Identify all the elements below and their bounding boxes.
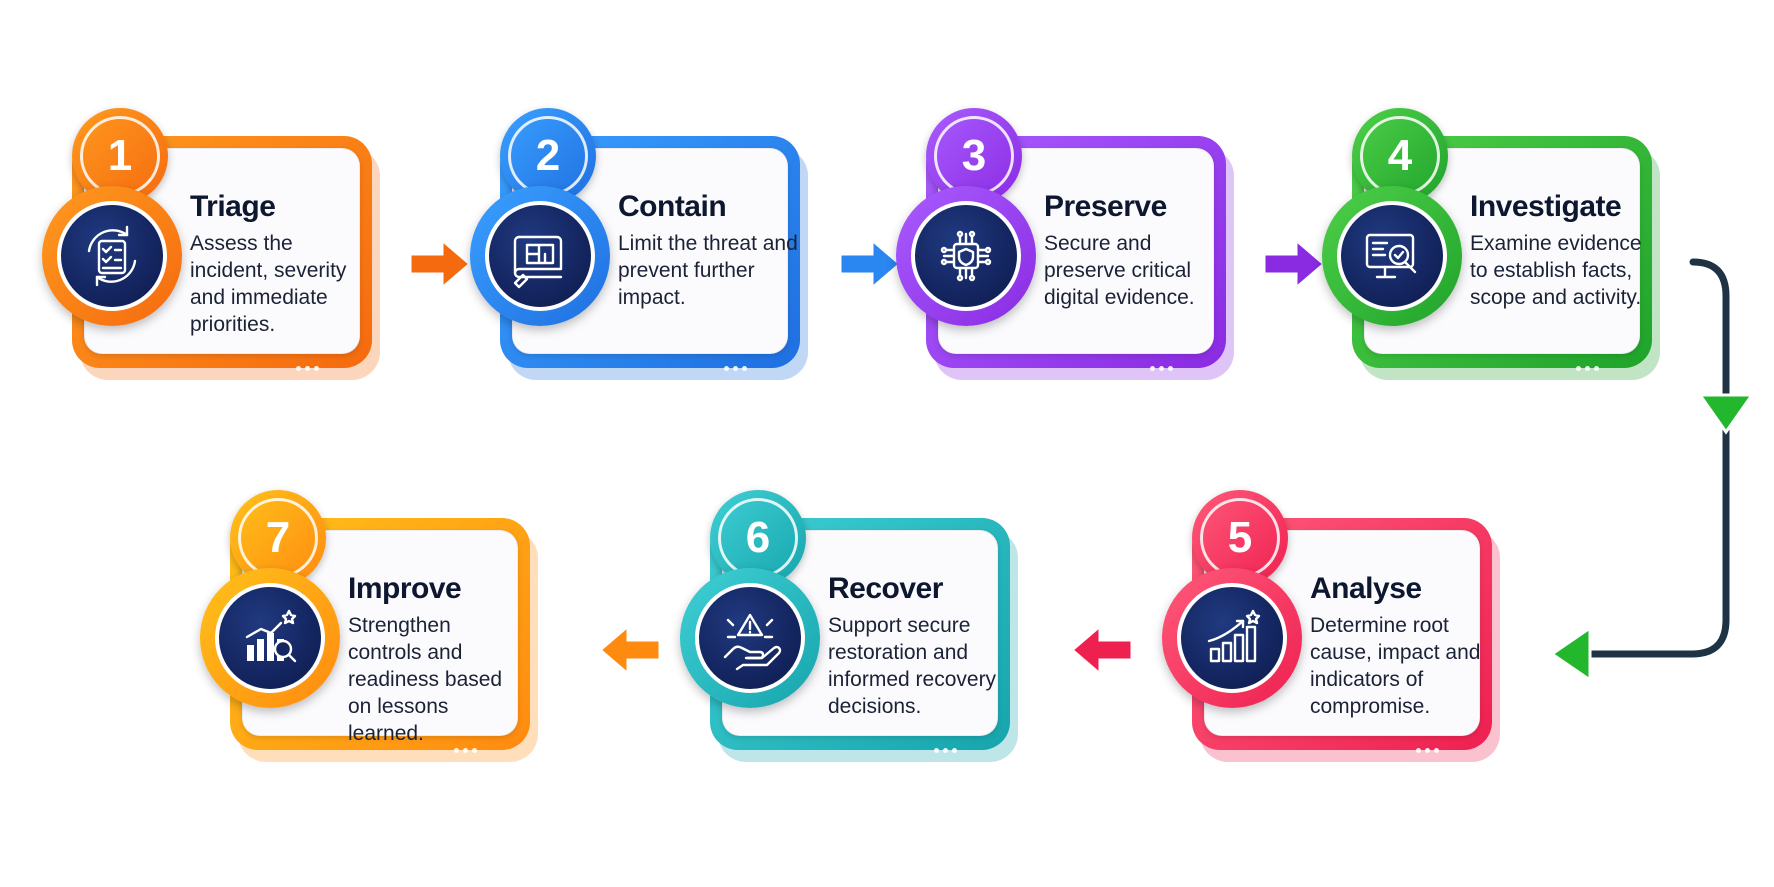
hand-warning-icon [680, 568, 820, 708]
step-title: Investigate [1470, 190, 1622, 223]
step-improve: 7 Improve Strengthen controls and readin… [200, 490, 540, 762]
step-number-badge: 6 [710, 490, 806, 586]
step-number-badge: 5 [1192, 490, 1288, 586]
step-description: Support secure restoration and informed … [828, 614, 997, 718]
step-title: Recover [828, 572, 943, 605]
step-number-badge: 1 [72, 108, 168, 204]
step-title: Preserve [1044, 190, 1167, 223]
step-number: 4 [1387, 131, 1413, 180]
step-description: Determine root cause, impact and indicat… [1310, 614, 1481, 718]
step-number: 7 [265, 513, 291, 562]
step-number: 1 [107, 131, 133, 180]
step-contain: 2 Contain Limit the threat and prevent f… [470, 108, 810, 380]
arrow-5-to-6 [1070, 622, 1134, 678]
left-arrow-icon [1549, 625, 1592, 683]
down-arrow-icon [1697, 393, 1755, 435]
step-description: Examine evidence to establish facts, sco… [1470, 232, 1642, 309]
step-investigate: 4 Investigate Examine evidence to establ… [1322, 108, 1662, 380]
chip-shield-icon [896, 186, 1036, 326]
arrow-3-to-4 [1262, 236, 1326, 292]
step-title: Triage [190, 190, 276, 223]
arrow-2-to-3 [838, 236, 902, 292]
step-number: 3 [961, 131, 987, 180]
step-description: Strengthen controls and readiness based … [348, 614, 503, 745]
arrow-6-to-7 [598, 622, 662, 678]
step-title: Analyse [1310, 572, 1422, 605]
step-number: 5 [1227, 513, 1253, 562]
step-title: Contain [618, 190, 727, 223]
checklist-refresh-icon [42, 186, 182, 326]
rising-bars-star-icon [1162, 568, 1302, 708]
step-description: Assess the incident, severity and immedi… [190, 232, 347, 336]
step-analyse: 5 Analyse Determine root cause, impact a… [1162, 490, 1502, 762]
step-description: Limit the threat and prevent further imp… [618, 232, 798, 309]
step-title: Improve [348, 572, 462, 605]
blueprint-pen-icon [470, 186, 610, 326]
arrow-1-to-2 [408, 236, 472, 292]
monitor-magnifier-icon [1322, 186, 1462, 326]
bars-magnifier-star-icon [200, 568, 340, 708]
step-preserve: 3 Preserve Secure and preserve critical … [896, 108, 1236, 380]
step-recover: 6 Recover Support secure restoration and… [680, 490, 1020, 762]
step-number: 2 [535, 131, 561, 180]
step-description: Secure and preserve critical digital evi… [1044, 232, 1195, 309]
step-number: 6 [745, 513, 771, 562]
step-triage: 1 Triage Assess the incident, severity a… [42, 108, 382, 380]
